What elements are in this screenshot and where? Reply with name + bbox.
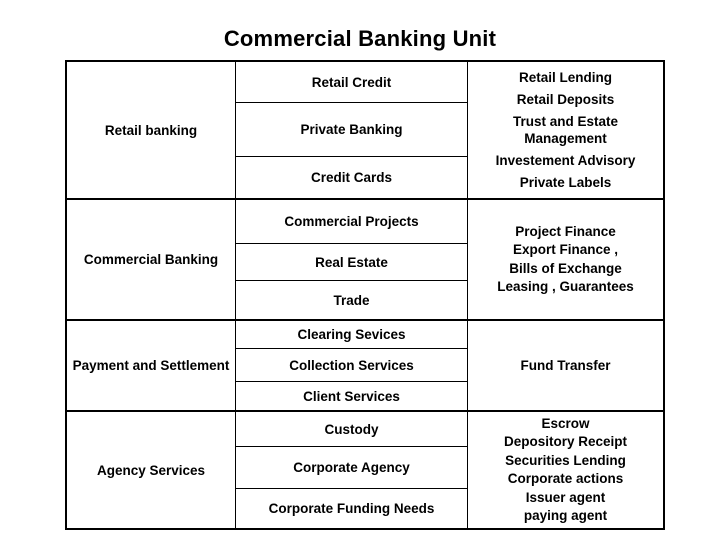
detail-line: Retail Deposits	[516, 92, 615, 107]
banking-table: Retail banking Retail Credit Private Ban…	[65, 60, 665, 530]
category-cell: Commercial Banking	[67, 200, 236, 319]
detail-line: Depository Receipt	[503, 434, 628, 449]
service-cell: Real Estate	[236, 244, 467, 281]
detail-line: Export Finance ,	[512, 242, 619, 257]
page-title: Commercial Banking Unit	[223, 26, 497, 51]
category-label: Retail banking	[104, 122, 198, 138]
detail-line: Retail Lending	[518, 70, 612, 85]
details-cell: Escrow Depository Receipt Securities Len…	[467, 412, 663, 528]
service-cell: Collection Services	[236, 349, 467, 382]
category-cell: Agency Services	[67, 412, 236, 528]
detail-line: Escrow	[541, 415, 590, 431]
detail-line: Project Finance	[515, 223, 616, 239]
category-label: Agency Services	[96, 462, 206, 478]
table-row-retail-banking: Retail banking Retail Credit Private Ban…	[67, 62, 663, 200]
detail-line: Leasing , Guarantees	[497, 279, 634, 294]
service-label: Commercial Projects	[284, 214, 419, 229]
category-label: Payment and Settlement	[72, 358, 230, 373]
service-cell: Private Banking	[236, 103, 467, 157]
detail-line: Fund Transfer	[520, 358, 611, 373]
service-label: Corporate Agency	[293, 460, 410, 475]
service-cell: Corporate Agency	[236, 447, 467, 489]
service-label: Real Estate	[315, 254, 388, 270]
detail-line: Securities Lending	[505, 452, 626, 468]
category-cell: Retail banking	[67, 62, 236, 198]
service-label: Collection Services	[289, 357, 414, 373]
service-label: Credit Cards	[310, 170, 393, 185]
service-label: Corporate Funding Needs	[268, 501, 435, 516]
service-label: Private Banking	[300, 122, 403, 137]
services-column: Retail Credit Private Banking Credit Car…	[236, 62, 467, 198]
table-row-agency-services: Agency Services Custody Corporate Agency…	[67, 412, 663, 528]
detail-line: paying agent	[523, 508, 608, 523]
service-label: Retail Credit	[311, 74, 392, 90]
service-cell: Commercial Projects	[236, 200, 467, 244]
service-cell: Client Services	[236, 382, 467, 410]
service-cell: Trade	[236, 281, 467, 319]
table-row-payment-settlement: Payment and Settlement Clearing Sevices …	[67, 321, 663, 412]
service-cell: Custody	[236, 412, 467, 447]
detail-line: Private Labels	[519, 175, 612, 190]
service-cell: Retail Credit	[236, 62, 467, 103]
service-cell: Clearing Sevices	[236, 321, 467, 349]
service-label: Client Services	[303, 388, 400, 404]
service-label: Clearing Sevices	[297, 327, 406, 342]
table-row-commercial-banking: Commercial Banking Commercial Projects R…	[67, 200, 663, 321]
category-cell: Payment and Settlement	[67, 321, 236, 410]
details-cell: Retail Lending Retail Deposits Trust and…	[467, 62, 663, 198]
details-cell: Project Finance Export Finance , Bills o…	[467, 200, 663, 319]
service-cell: Corporate Funding Needs	[236, 489, 467, 528]
services-column: Clearing Sevices Collection Services Cli…	[236, 321, 467, 410]
detail-line: Issuer agent	[525, 489, 606, 505]
service-label: Custody	[324, 421, 379, 437]
services-column: Custody Corporate Agency Corporate Fundi…	[236, 412, 467, 528]
details-cell: Fund Transfer	[467, 321, 663, 410]
category-label: Commercial Banking	[83, 252, 219, 267]
detail-line: Investement Advisory	[495, 153, 636, 168]
detail-line: Bills of Exchange	[509, 260, 622, 276]
detail-line: Trust and Estate Management	[512, 114, 619, 146]
detail-line: Corporate actions	[507, 471, 624, 486]
service-label: Trade	[333, 292, 370, 308]
services-column: Commercial Projects Real Estate Trade	[236, 200, 467, 319]
service-cell: Credit Cards	[236, 157, 467, 198]
